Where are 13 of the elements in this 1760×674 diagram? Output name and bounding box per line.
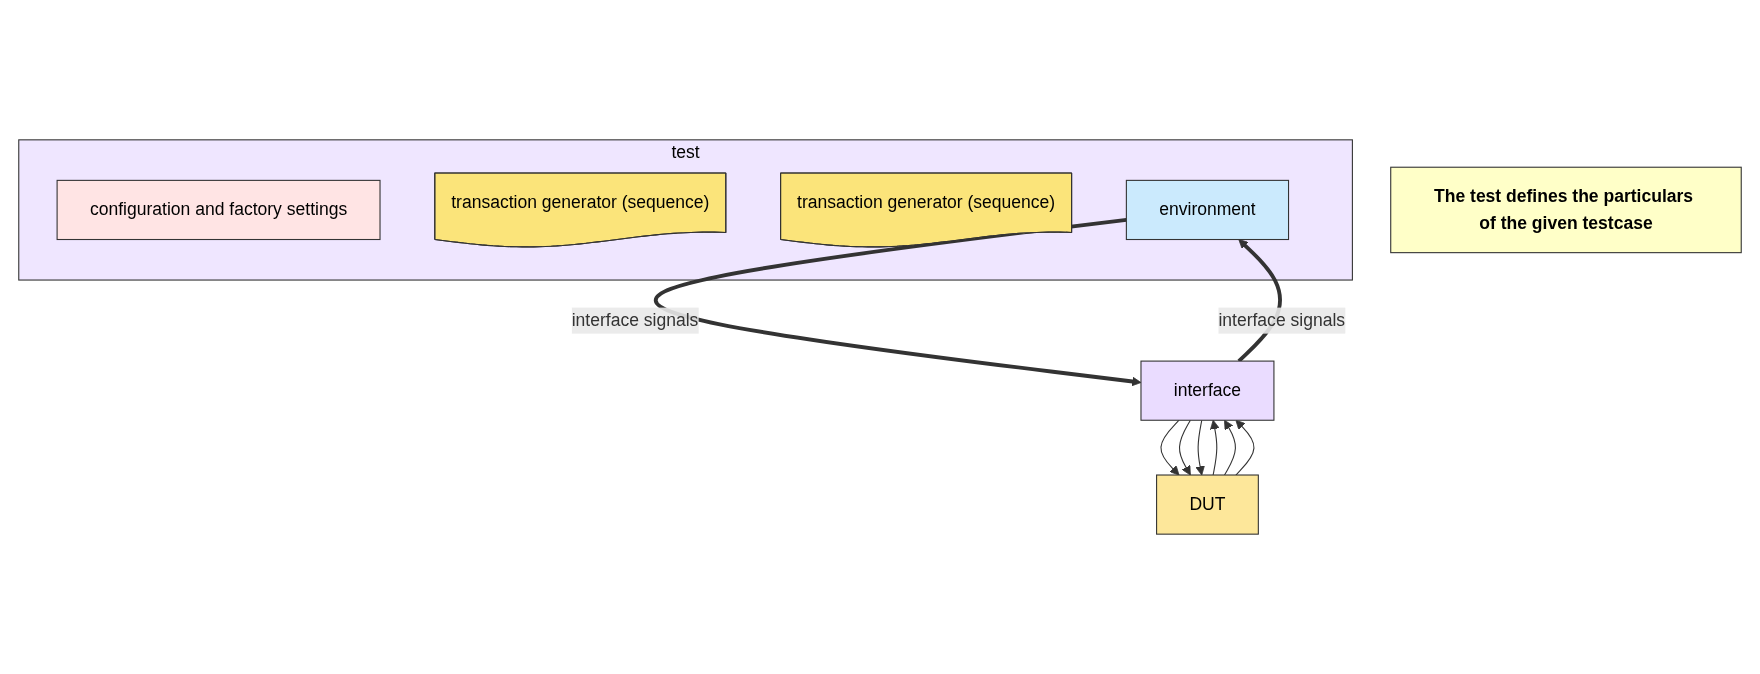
arrow xyxy=(1160,419,1180,476)
arrow xyxy=(1235,419,1255,476)
arrow xyxy=(1210,419,1220,476)
arrow xyxy=(1178,419,1191,476)
edge-label: interface signals xyxy=(1218,310,1346,330)
arrow xyxy=(1223,419,1236,476)
node-box: DUT xyxy=(1156,474,1259,535)
node-box: The test defines the particulars of the given testcase xyxy=(1390,166,1742,254)
edge-label: interface signals xyxy=(571,310,699,330)
arrow xyxy=(1195,419,1205,476)
node-box: configuration and factory settings xyxy=(56,179,381,241)
node-box: interface xyxy=(1140,360,1275,421)
node-box: environment xyxy=(1125,179,1290,241)
